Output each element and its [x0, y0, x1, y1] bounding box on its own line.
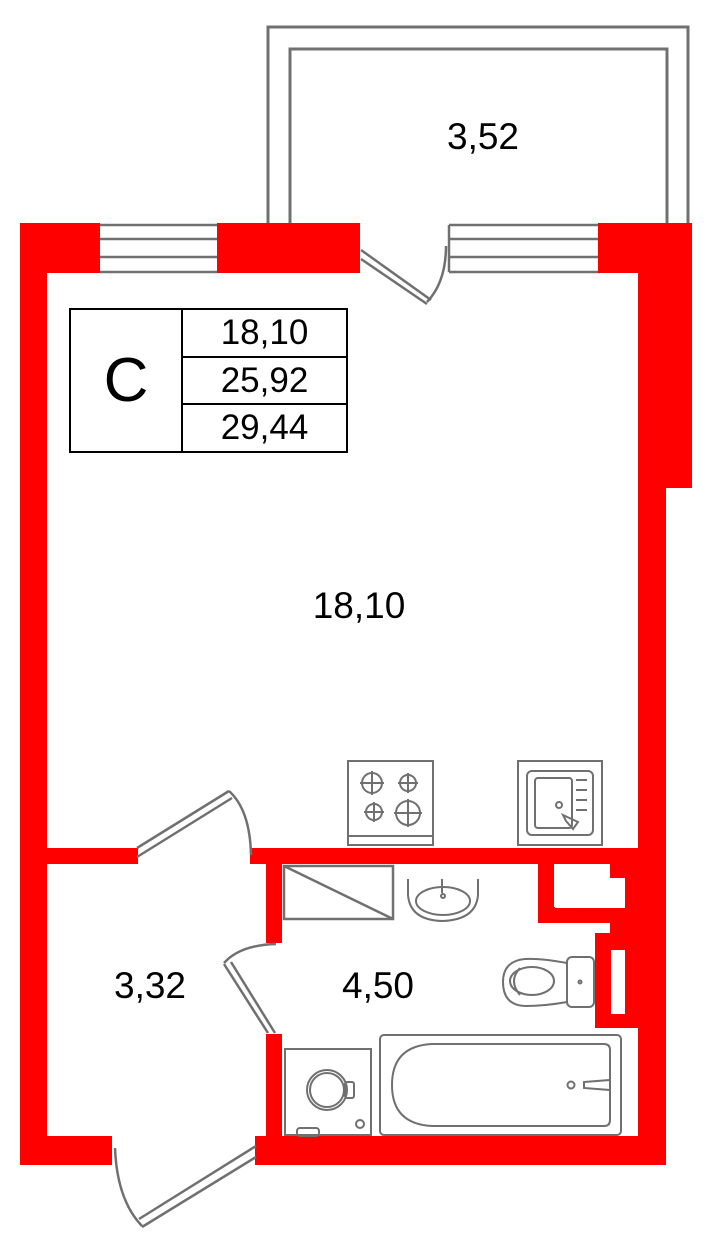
stove-icon [347, 760, 434, 846]
balcony-area-label: 3,52 [446, 116, 520, 157]
total-area-with-balcony-value: 29,44 [220, 408, 309, 448]
legend-values: 18,10 25,92 29,44 [183, 310, 346, 451]
walls [20, 223, 692, 1165]
living-area-value: 18,10 [183, 310, 346, 358]
window-right [447, 223, 600, 274]
bathroom-door [222, 942, 277, 1034]
balcony-outline [266, 25, 690, 223]
hallway-area-label: 3,32 [113, 965, 187, 1006]
toilet-icon [501, 956, 595, 1008]
washbasin-icon [407, 879, 479, 923]
washing-machine-icon [284, 1048, 372, 1137]
entrance-door [113, 1144, 257, 1229]
balcony-door [360, 245, 448, 306]
kitchen-sink-icon [517, 760, 603, 846]
apartment-type-label: С [71, 310, 183, 451]
total-area-value: 25,92 [183, 358, 346, 406]
wardrobe-icon [282, 864, 395, 921]
bathroom-area-label: 4,50 [341, 965, 415, 1006]
window-left [100, 223, 218, 274]
living-room-door [136, 789, 253, 859]
wall-gaps [555, 878, 625, 1014]
living-room-area-label: 18,10 [312, 585, 406, 626]
legend-table: С 18,10 25,92 29,44 [69, 308, 348, 453]
bathtub-icon [379, 1034, 622, 1136]
